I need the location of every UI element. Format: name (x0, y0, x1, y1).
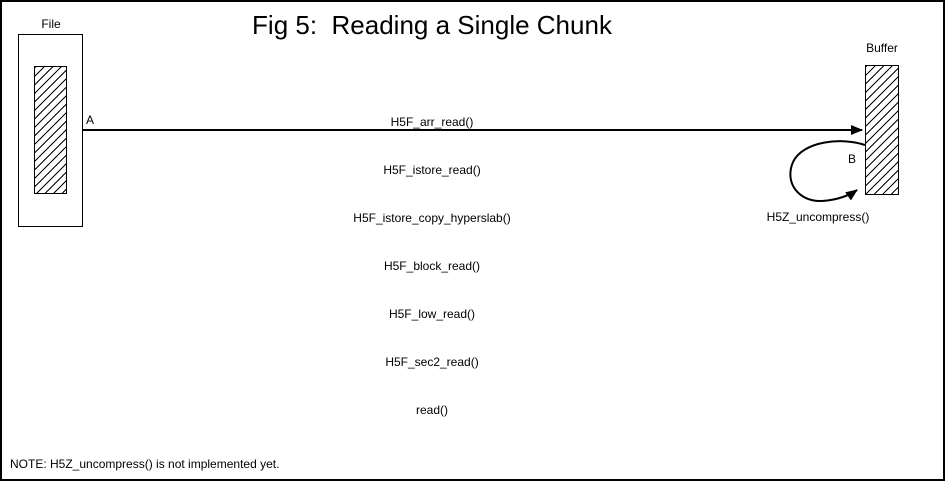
call-stack-line: H5F_sec2_read() (385, 355, 479, 369)
call-stack-line: H5F_block_read() (383, 259, 481, 273)
file-chunk-hatched-rect (34, 66, 67, 194)
call-stack-line: H5F_istore_read() (383, 163, 481, 177)
call-stack-line: H5F_arr_read() (390, 115, 474, 129)
uncompress-caption: H5Z_uncompress() (766, 210, 870, 224)
call-stack-line: H5F_low_read() (388, 307, 476, 321)
file-label: File (41, 17, 61, 31)
buffer-label: Buffer (866, 41, 898, 55)
footnote: NOTE: H5Z_uncompress() is not implemente… (10, 457, 280, 471)
arrow-b-label: B (848, 152, 857, 166)
call-stack-line: H5F_istore_copy_hyperslab() (353, 211, 511, 225)
figure-title: Fig 5: Reading a Single Chunk (252, 10, 612, 40)
call-stack: H5F_arr_read() H5F_istore_read() H5F_ist… (353, 82, 510, 450)
arrow-a-label: A (86, 113, 95, 127)
call-stack-line: read() (415, 403, 448, 417)
arrow-b-loop (789, 140, 866, 203)
buffer-hatched-rect (865, 65, 899, 195)
